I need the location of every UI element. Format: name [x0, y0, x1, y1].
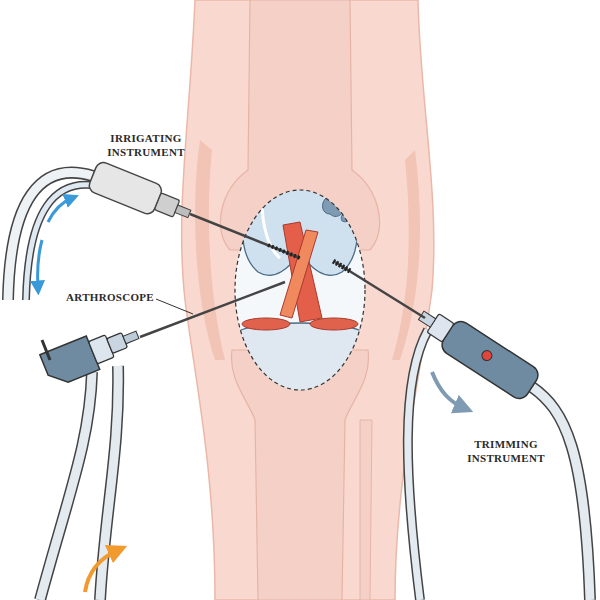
irrigation-tube	[8, 173, 93, 300]
arthroscope-handle	[40, 318, 144, 388]
irrigation-tip	[268, 245, 300, 258]
part-label: TRIMMING INSTRUMENT	[458, 438, 554, 466]
leader-line	[156, 299, 193, 314]
arthroscope-needle	[140, 282, 285, 337]
trimming-cable	[532, 387, 590, 600]
light-arrow	[85, 550, 118, 592]
trimming-cable	[408, 330, 428, 600]
trimming-cable	[532, 387, 590, 600]
joint-view-border	[235, 190, 365, 390]
joint-interior	[236, 180, 364, 400]
trimming-cable	[408, 330, 428, 600]
leg-shade	[195, 140, 225, 360]
part-label: ARTHROSCOPE	[66, 291, 154, 305]
arthroscope-cable	[100, 366, 118, 600]
flow-arrow	[48, 198, 72, 222]
leg-shade	[392, 150, 420, 360]
suction-arrow	[432, 372, 464, 408]
fibula-outline	[360, 420, 372, 600]
irrigation-tube	[26, 185, 98, 300]
irrigation-handle	[87, 160, 195, 229]
part-label: IRRIGATING INSTRUMENT	[100, 132, 192, 160]
trimming-tip	[333, 261, 350, 271]
arthroscope-stub	[42, 340, 50, 360]
arthroscope-cable	[40, 372, 92, 600]
trimming-handle	[411, 300, 541, 402]
leg	[182, 0, 434, 600]
irrigation-tube	[8, 173, 93, 300]
irrigation-needle	[190, 214, 300, 258]
irrigation-tube	[26, 185, 98, 300]
arthroscope-cable	[100, 366, 118, 600]
flow-arrow	[38, 240, 42, 288]
arthroscope-cable	[40, 372, 92, 600]
